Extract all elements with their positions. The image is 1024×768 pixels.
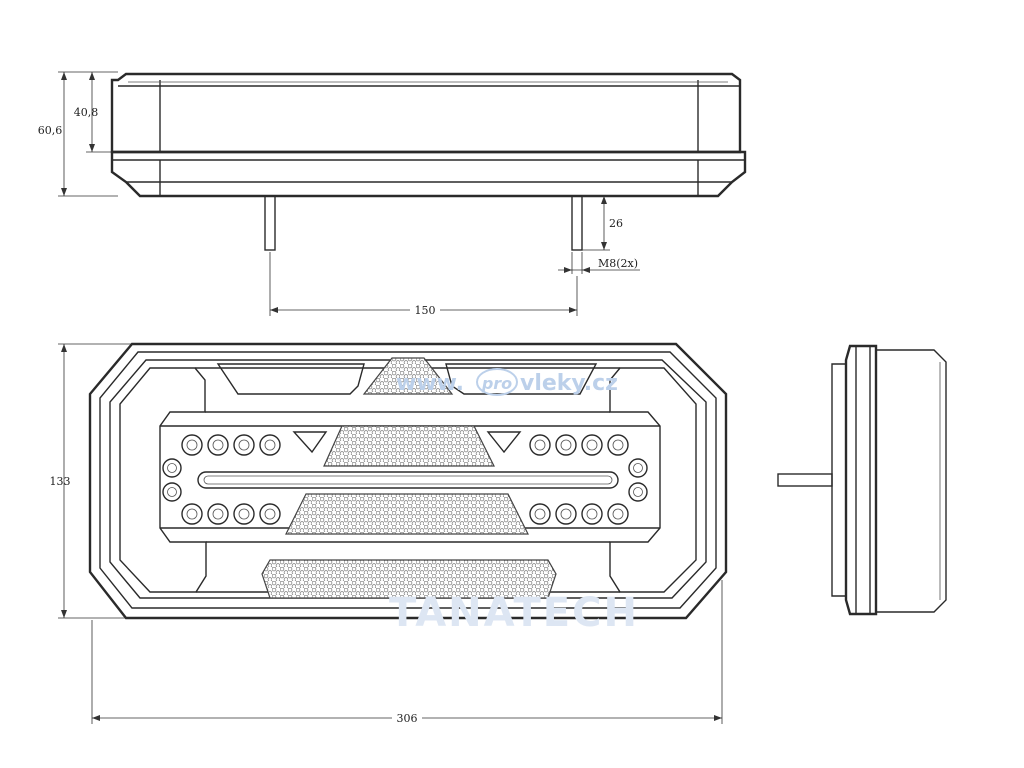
- dimension-body-height: 40,8: [74, 72, 112, 153]
- reflector-upper: [323, 425, 495, 467]
- dimension-front-height: 133: [50, 343, 132, 619]
- led-column-left: [162, 458, 182, 502]
- mounting-stud-left: [264, 195, 276, 251]
- label-stud-length: 26: [609, 217, 623, 230]
- led-row-right-bottom: [529, 503, 629, 525]
- dimension-total-height: 60,6: [38, 71, 118, 197]
- watermark-brand: TANATECH: [389, 590, 639, 636]
- watermark-site-prefix: www.: [396, 371, 464, 396]
- dimension-front-width: 306: [91, 580, 723, 725]
- side-stud: [777, 473, 833, 487]
- reflector-bottom: [261, 559, 557, 599]
- side-view: [777, 344, 947, 616]
- watermark-site-badge: pro: [481, 374, 512, 393]
- label-front-height: 133: [50, 475, 71, 488]
- watermark-site-suffix: vleky.cz: [520, 371, 618, 396]
- dimension-stud-thread: M8(2x): [558, 252, 640, 274]
- led-row-right-top: [529, 434, 629, 456]
- reflector-top: [362, 357, 454, 395]
- front-view: [88, 342, 728, 620]
- label-body-height: 40,8: [74, 106, 99, 119]
- reflector-lower: [285, 493, 529, 535]
- label-stud-thread: M8(2x): [598, 257, 638, 270]
- top-view: [110, 72, 747, 251]
- label-stud-spacing: 150: [415, 304, 436, 317]
- led-row-left-bottom: [181, 503, 281, 525]
- mounting-stud-right: [571, 195, 583, 251]
- label-front-width: 306: [397, 712, 418, 725]
- led-row-left-top: [181, 434, 281, 456]
- light-guide-bar: [197, 471, 619, 489]
- watermark-site: www. pro vleky.cz: [396, 368, 618, 396]
- dimension-stud-length: 26: [582, 195, 623, 251]
- label-total-height: 60,6: [38, 124, 63, 137]
- led-column-right: [628, 458, 648, 502]
- dimension-stud-spacing: 150: [269, 252, 578, 317]
